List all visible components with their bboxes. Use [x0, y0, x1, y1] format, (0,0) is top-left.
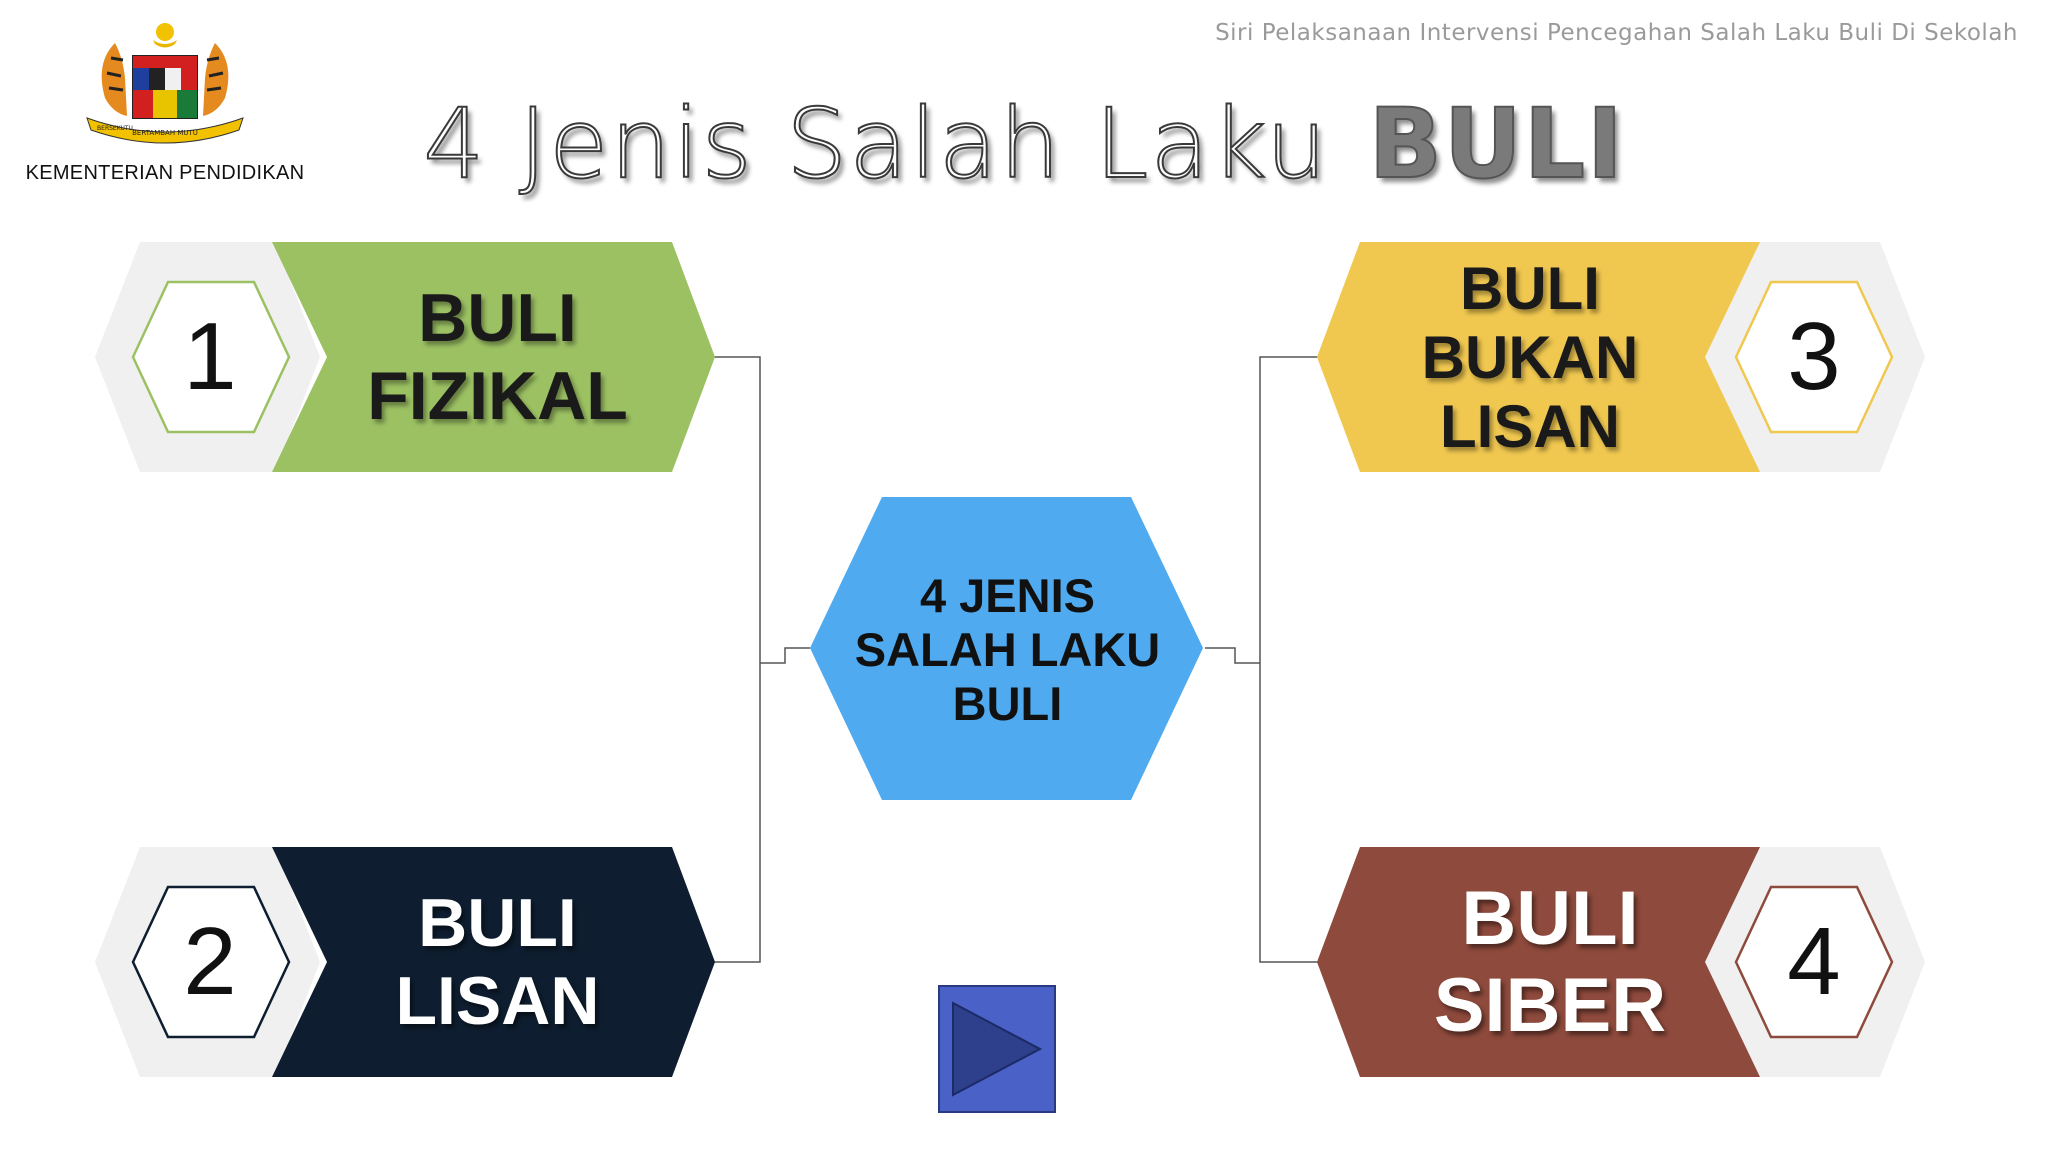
type-4-line1: BULI [1461, 875, 1639, 961]
page-title-main: 4 Jenis Salah Laku [422, 87, 1329, 201]
type-1-line1: BULI [418, 279, 577, 356]
page-title: 4 Jenis Salah Laku BULI [200, 87, 1848, 201]
center-line2: SALAH LAKU [854, 622, 1161, 676]
type-banner-siber[interactable] [1317, 847, 1760, 1077]
number-hex-outline-1 [131, 280, 291, 434]
number-hex-outline-4 [1734, 885, 1894, 1039]
type-1-line2: FIZIKAL [367, 358, 628, 434]
type-number-1: 1 [183, 303, 237, 410]
type-banner-fizikal[interactable] [272, 242, 715, 472]
type-banner-lisan[interactable] [272, 847, 715, 1077]
type-2-line1: BULI [418, 884, 577, 961]
center-line3: BULI [952, 677, 1063, 731]
number-hex-outline-2 [131, 885, 291, 1039]
type-4-line2: SIBER [1433, 963, 1667, 1048]
ministry-name: KEMENTERIAN PENDIDIKAN [25, 162, 305, 184]
type-banner-bukan-lisan[interactable] [1317, 242, 1760, 472]
type-2-line2: LISAN [395, 963, 600, 1039]
center-hexagon[interactable] [810, 497, 1203, 800]
connector-lines [712, 356, 1336, 963]
type-3-line2: BUKAN [1421, 324, 1639, 391]
number-hex-outline-3 [1734, 280, 1894, 434]
type-number-3: 3 [1787, 303, 1841, 410]
type-number-4: 4 [1787, 908, 1841, 1015]
type-3-line1: BULI [1460, 255, 1600, 322]
play-icon [952, 1001, 1043, 1097]
play-button[interactable] [938, 985, 1056, 1113]
type-3-line3: LISAN [1440, 393, 1620, 460]
type-number-2: 2 [183, 908, 237, 1015]
crest-banner-left: BERSEKUTU [97, 125, 133, 132]
center-line1: 4 JENIS [919, 568, 1096, 622]
ministry-crest-logo: BERTAMBAH MUTU BERSEKUTU [86, 23, 244, 144]
crest-banner-text: BERTAMBAH MUTU [132, 129, 198, 137]
series-subtitle: Siri Pelaksanaan Intervensi Pencegahan S… [1215, 20, 2018, 46]
page-title-bold: BULI [1368, 87, 1625, 201]
